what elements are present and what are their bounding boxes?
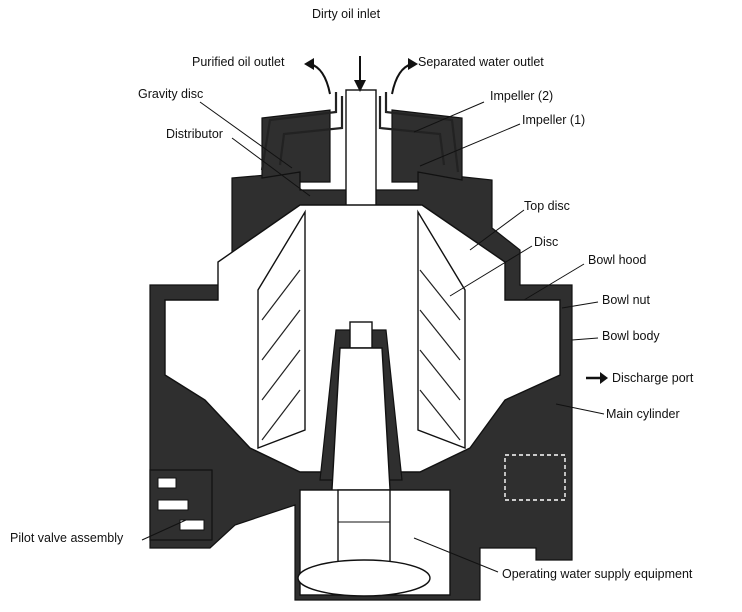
disc-lines-right xyxy=(419,269,461,441)
separated-water-outlet-arrow xyxy=(391,58,418,95)
leader-operating-water xyxy=(413,537,499,573)
label-purified-oil-outlet: Purified oil outlet xyxy=(192,55,285,69)
purified-oil-outlet-arrow xyxy=(304,58,331,95)
leader-impeller-2 xyxy=(413,101,485,133)
label-distributor: Distributor xyxy=(166,127,223,141)
leader-bowl-hood xyxy=(523,263,585,301)
label-discharge-port: Discharge port xyxy=(612,371,694,385)
leader-pilot-valve-assembly xyxy=(141,519,187,541)
outlet-pipe-right-outer xyxy=(384,92,460,173)
label-bowl-hood: Bowl hood xyxy=(588,253,646,267)
outlet-pipe-left-outer xyxy=(260,92,338,171)
label-pilot-valve-assembly: Pilot valve assembly xyxy=(10,531,124,545)
label-top-disc: Top disc xyxy=(524,199,570,213)
leader-main-cylinder xyxy=(555,403,605,415)
label-gravity-disc: Gravity disc xyxy=(138,87,203,101)
leader-bowl-body xyxy=(571,337,599,341)
dirty-oil-inlet-arrow xyxy=(354,56,366,92)
label-operating-water-supply-equipment: Operating water supply equipment xyxy=(502,567,693,581)
label-bowl-body: Bowl body xyxy=(602,329,660,343)
leader-distributor xyxy=(231,137,311,197)
leader-disc xyxy=(449,245,533,297)
outlet-pipe-left-inner xyxy=(278,96,344,166)
label-main-cylinder: Main cylinder xyxy=(606,407,680,421)
main-cylinder-region xyxy=(504,454,566,501)
outlet-chamber-left xyxy=(261,109,331,183)
leader-lines xyxy=(141,101,605,573)
outlet-pipe-right-inner xyxy=(378,96,446,166)
leader-top-disc xyxy=(469,209,525,251)
leader-gravity-disc xyxy=(199,101,293,169)
disc-lines-left xyxy=(261,269,301,441)
operating-water-ring xyxy=(297,559,431,597)
label-dirty-oil-inlet: Dirty oil inlet xyxy=(312,7,381,21)
spindle-nut xyxy=(349,321,373,349)
label-separated-water-outlet: Separated water outlet xyxy=(418,55,544,69)
leader-impeller-1 xyxy=(419,123,521,167)
pilot-valve-details xyxy=(157,477,205,531)
label-impeller-2: Impeller (2) xyxy=(490,89,553,103)
label-disc: Disc xyxy=(534,235,558,249)
label-impeller-1: Impeller (1) xyxy=(522,113,585,127)
leader-bowl-nut xyxy=(561,301,599,309)
discharge-port-arrow xyxy=(586,372,608,384)
label-bowl-nut: Bowl nut xyxy=(602,293,650,307)
disc-stack-right xyxy=(417,209,466,450)
